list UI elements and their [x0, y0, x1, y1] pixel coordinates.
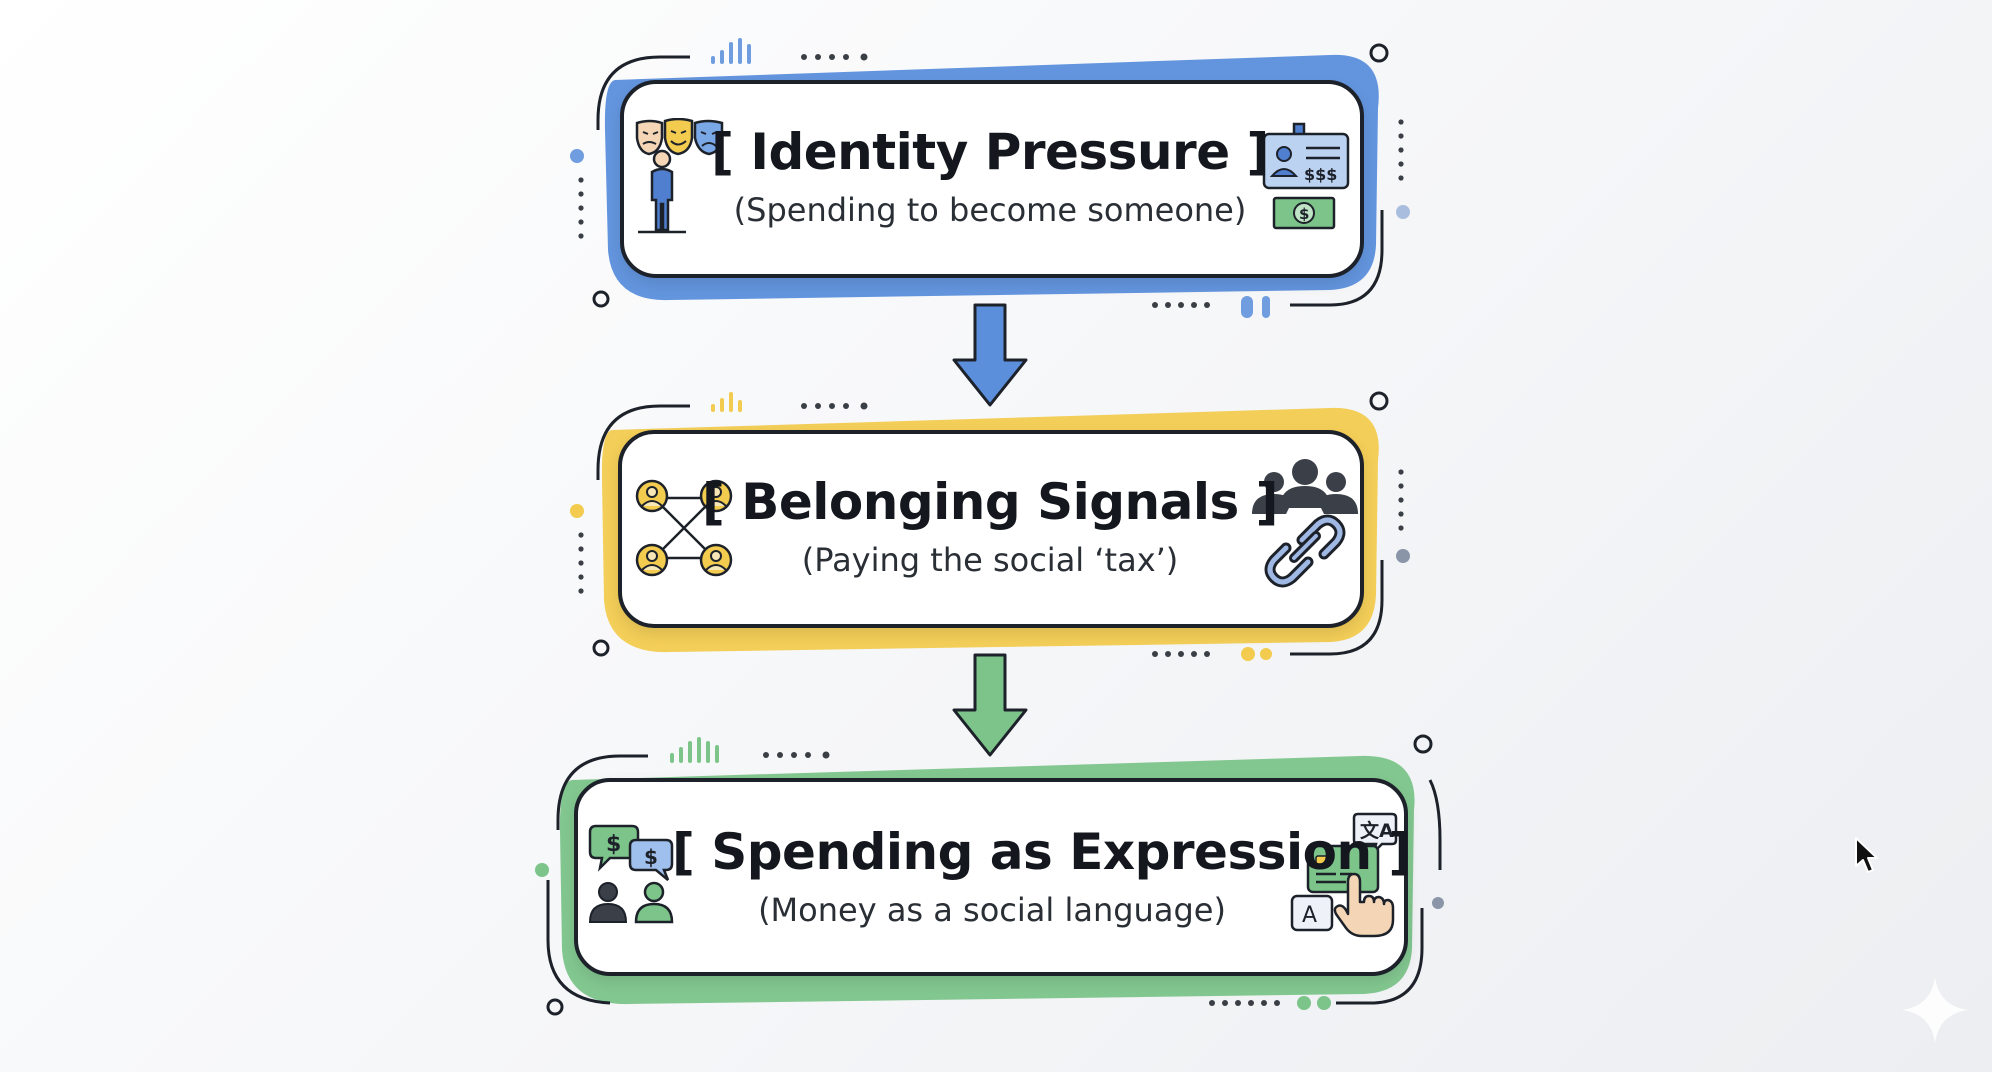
frame-line [596, 404, 690, 480]
step-3-card [574, 778, 1408, 976]
frame-line [556, 754, 648, 830]
people-speech-money-icon: $ $ [588, 824, 674, 924]
decor-bars [711, 38, 751, 64]
down-arrow-1 [952, 303, 1028, 407]
card-translate-hand-icon: 文A A [1290, 812, 1398, 938]
step-2-text: [ Belonging Signals ] (Paying the social… [680, 472, 1300, 582]
down-arrow-2 [952, 653, 1028, 757]
decor-pill [1241, 296, 1270, 318]
group-chain-link-icon [1252, 459, 1358, 588]
svg-text:文A: 文A [1360, 819, 1394, 842]
frame-line [1290, 560, 1384, 656]
frame-line [1428, 779, 1442, 870]
decor-dot [546, 998, 564, 1016]
decor-dot [535, 863, 549, 877]
svg-text:$: $ [644, 845, 658, 869]
step-2-card [618, 430, 1364, 628]
decor-dot [1396, 205, 1410, 219]
dotted-line [578, 53, 1404, 308]
decor-dot [1396, 549, 1410, 563]
step-title: [ Identity Pressure ] [711, 123, 1269, 181]
decor-dot [1369, 43, 1389, 63]
decor-dot [1432, 897, 1444, 909]
svg-text:$: $ [1299, 205, 1309, 223]
decor-bars [670, 737, 719, 763]
dotted-line [763, 751, 1280, 1006]
mouse-cursor-icon [1855, 837, 1878, 873]
step-3-text: [ Spending as Expression ] (Money as a s… [672, 822, 1411, 932]
decor-dot [1413, 734, 1433, 754]
decor-dot [592, 639, 610, 657]
decor-dot [1369, 391, 1389, 411]
frame-line [596, 55, 690, 130]
step-subtitle: (Money as a social language) [758, 891, 1226, 929]
svg-text:$$$: $$$ [1304, 165, 1337, 184]
theater-masks-person-icon [635, 118, 724, 234]
step-1-card [620, 80, 1364, 278]
sparkle-icon [1902, 977, 1968, 1043]
decor-dot [592, 290, 610, 308]
decor-bars [711, 392, 742, 412]
step-title: [ Spending as Expression ] [672, 823, 1411, 881]
frame-line [546, 880, 611, 1005]
svg-text:A: A [1302, 903, 1317, 928]
step-1-text: [ Identity Pressure ] (Spending to becom… [680, 122, 1300, 232]
dotted-line [578, 402, 1404, 657]
svg-text:$: $ [606, 832, 621, 857]
step-subtitle: (Paying the social ‘tax’) [801, 541, 1179, 579]
decor-dot [570, 504, 584, 518]
network-people-icon [635, 479, 733, 577]
frame-line [1336, 908, 1424, 1005]
decor-dot [570, 149, 584, 163]
step-title: [ Belonging Signals ] [701, 473, 1279, 531]
id-badge-money-icon: $$$ $ [1262, 122, 1350, 230]
frame-line [1290, 210, 1384, 307]
decor-pill [1241, 647, 1272, 661]
decor-pill [1297, 996, 1331, 1010]
step-subtitle: (Spending to become someone) [733, 191, 1247, 229]
